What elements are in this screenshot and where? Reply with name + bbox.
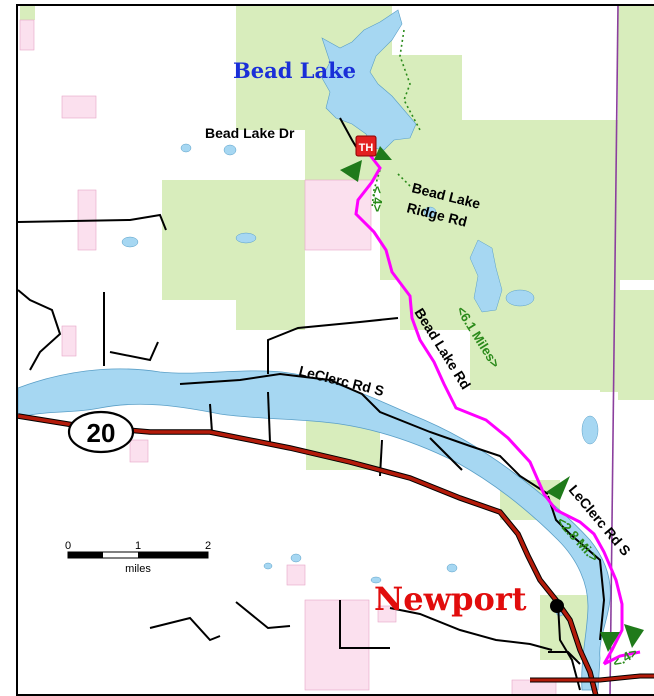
scale-tick-2: 2 bbox=[205, 540, 211, 552]
lake-name-label: Bead Lake bbox=[233, 58, 356, 83]
scale-bar: 0 1 2 miles bbox=[65, 540, 211, 575]
pend-oreille-river bbox=[17, 368, 611, 691]
highway-20 bbox=[17, 413, 654, 696]
scale-unit-label: miles bbox=[125, 563, 151, 575]
hiking-route bbox=[354, 149, 641, 666]
trail-dotted-lines bbox=[371, 29, 421, 209]
highway-shield-number: 20 bbox=[87, 418, 116, 448]
town-name-label: Newport bbox=[374, 580, 527, 618]
map-frame bbox=[16, 4, 654, 696]
arrow-bottom-right-icon bbox=[624, 624, 644, 648]
arrow-top-left-icon bbox=[340, 160, 362, 182]
arrow-leclerc-icon bbox=[546, 476, 570, 500]
local-roads bbox=[17, 117, 606, 691]
forest-boundary-line bbox=[609, 4, 619, 696]
arrow-bottom-left-icon bbox=[600, 632, 620, 652]
small-lakes bbox=[121, 143, 599, 617]
trailhead-icon-text: TH bbox=[359, 142, 374, 154]
road-label-bead-lake-dr: Bead Lake Dr bbox=[205, 125, 295, 141]
scale-tick-1: 1 bbox=[135, 540, 141, 552]
newport-town-dot bbox=[550, 599, 564, 613]
arrow-top-right-icon bbox=[374, 146, 392, 160]
scale-tick-0: 0 bbox=[65, 540, 71, 552]
direction-arrows bbox=[340, 146, 644, 652]
bead-lake-water bbox=[321, 9, 417, 151]
highway-shield: 20 bbox=[67, 410, 135, 454]
distance-label-top: <.4> bbox=[370, 186, 385, 212]
trailhead-icon: TH bbox=[355, 135, 377, 157]
